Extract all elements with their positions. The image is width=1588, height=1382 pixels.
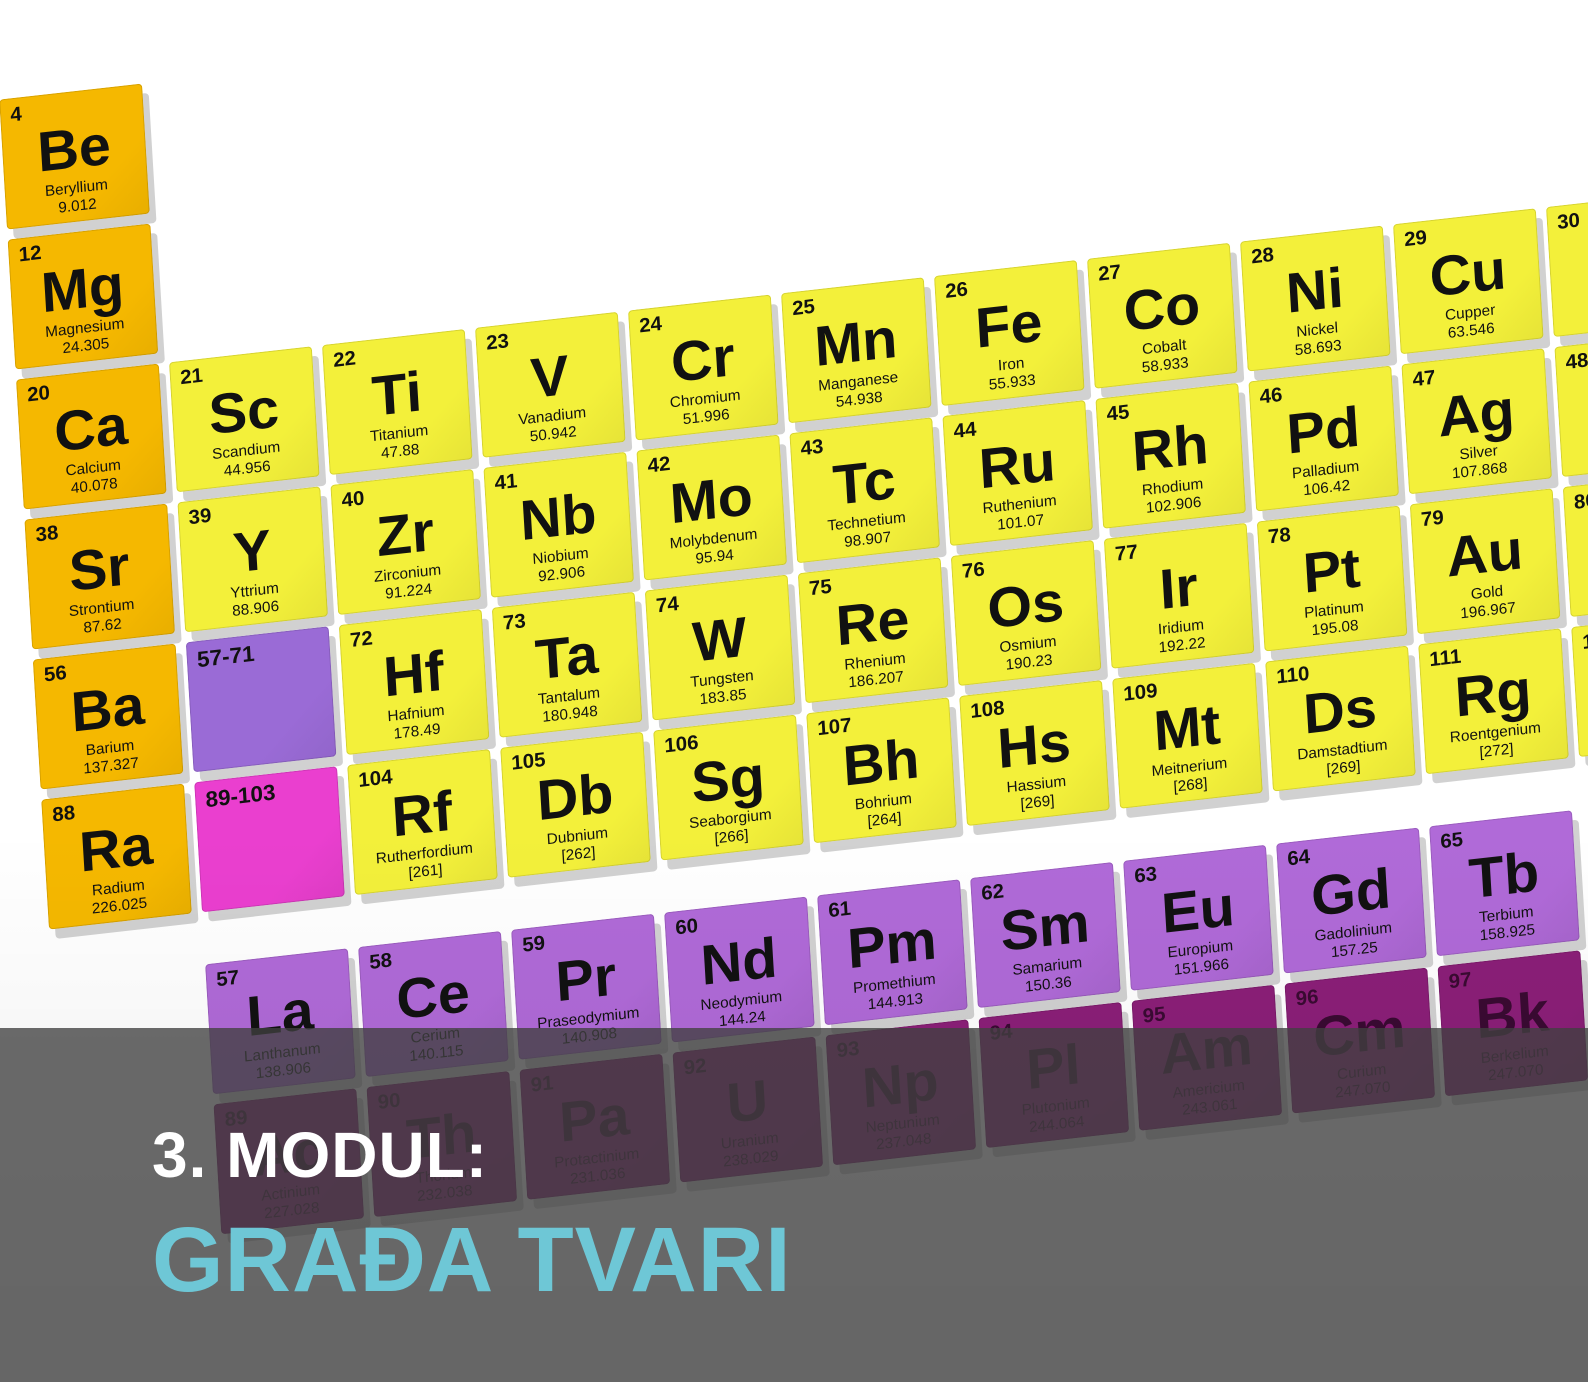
element-tile: 48CdCadmium112.411 <box>1554 331 1588 478</box>
element-mass <box>192 732 335 748</box>
element-number: 112 <box>1581 628 1588 654</box>
module-banner: 3. MODUL: GRAĐA TVARI <box>0 1028 1588 1382</box>
module-number: 3. MODUL: <box>152 1119 489 1191</box>
element-name <box>199 854 342 870</box>
element-name <box>1576 699 1588 715</box>
element-number: 57-71 <box>196 640 256 673</box>
element-mass <box>1578 717 1588 733</box>
element-mass <box>201 872 344 888</box>
element-name <box>191 714 334 730</box>
element-tile: 112 <box>1571 611 1588 758</box>
element-tile: 57-71 <box>185 626 337 773</box>
element-tile: 89-103 <box>194 766 345 913</box>
element-tile: 30ZnZinc65.39 <box>1546 191 1588 338</box>
module-title: GRAĐA TVARI <box>152 1209 792 1311</box>
element-number: 89-103 <box>204 779 277 813</box>
element-tile: 80HgMercury200.59 <box>1562 471 1588 618</box>
